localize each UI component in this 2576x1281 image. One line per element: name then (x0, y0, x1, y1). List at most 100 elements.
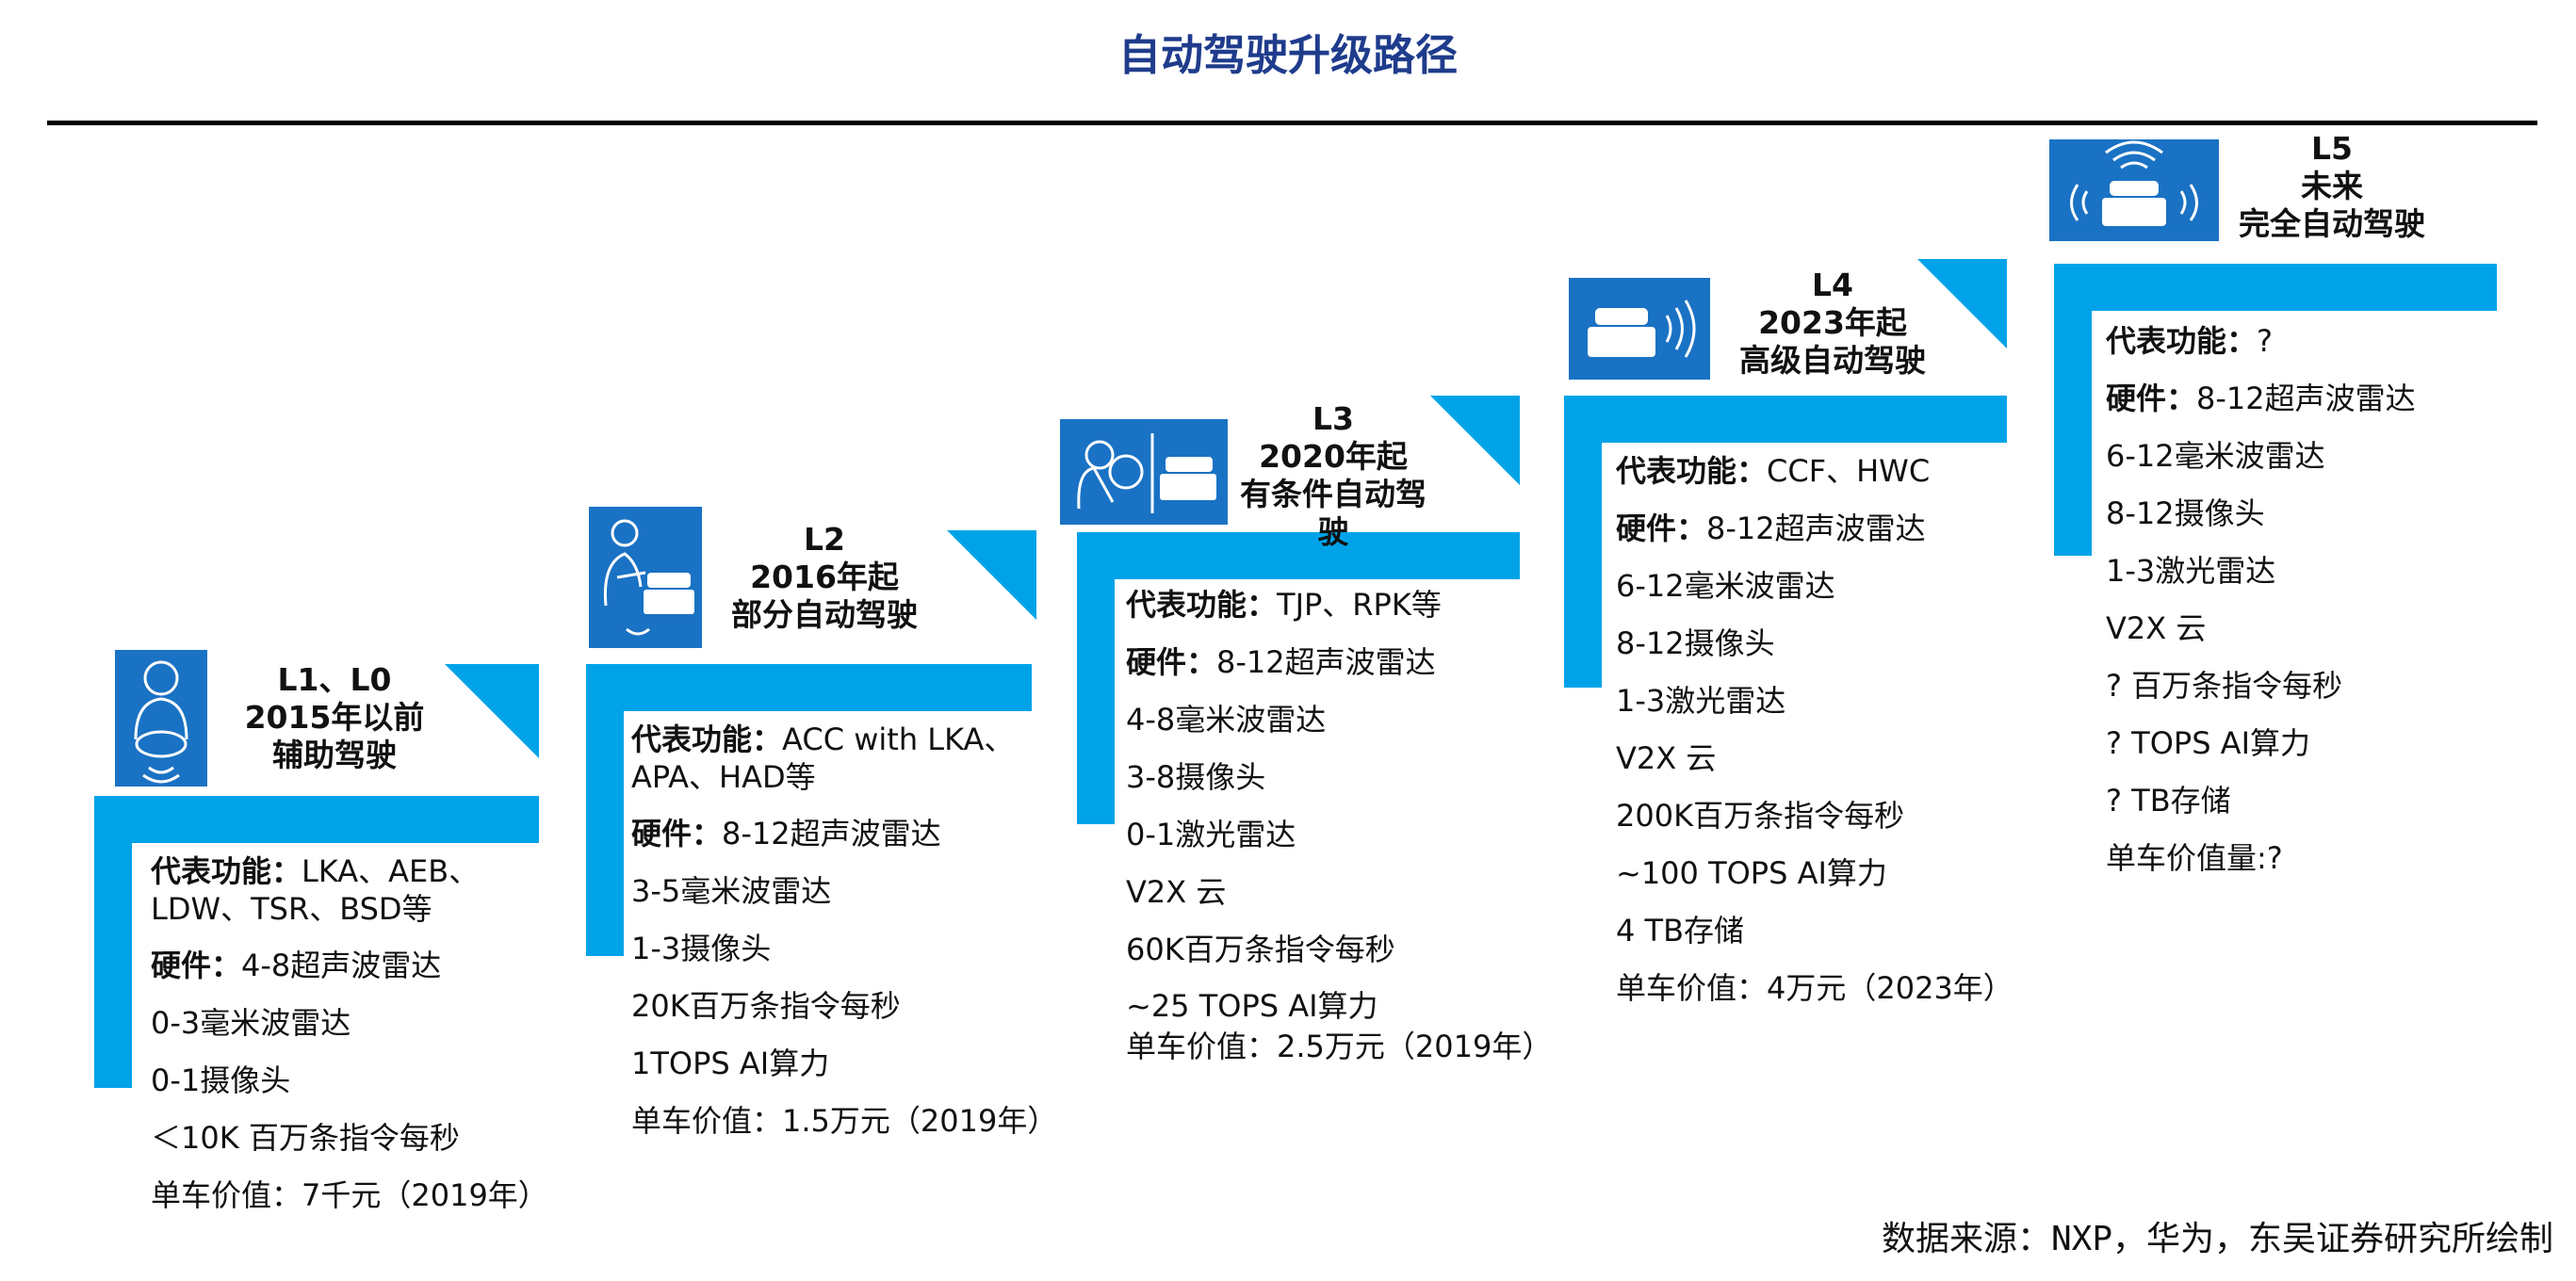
spec-item: ~25 TOPS AI算力 (1126, 988, 1378, 1024)
stage-5-heading: L5 未来 完全自动驾驶 (2219, 130, 2445, 243)
stage-4-hardware: 硬件：8-12超声波雷达 (1616, 500, 2012, 558)
hardware-value: 8-12超声波雷达 (1216, 644, 1436, 680)
spec-item: 3-5毫米波雷达 (631, 873, 832, 909)
spec-item: 1TOPS AI算力 (631, 1046, 830, 1081)
spec-item: 0-3毫米波雷达 (151, 1005, 351, 1041)
step-4-horizontal-bar (1564, 396, 2007, 443)
stage-2-functions: 代表功能：ACC with LKA、APA、HAD等 (631, 711, 1065, 805)
step-4-arrow-triangle (1917, 259, 2007, 349)
stage-4-level: L4 (1812, 267, 1853, 303)
data-source-note: 数据来源：NXP，华为，东吴证券研究所绘制 (1881, 1220, 2553, 1258)
stage-5-level: L5 (2311, 130, 2353, 167)
spec-item: ~100 TOPS AI算力 (1616, 855, 1887, 891)
spec-item: V2X 云 (1616, 740, 1717, 776)
step-5-vertical-bar (2054, 264, 2092, 556)
functions-value: TJP、RPK等 (1277, 587, 1442, 623)
seat-wheel-car-icon (1060, 419, 1228, 525)
functions-label: 代表功能： (1616, 453, 1768, 489)
title-divider (47, 121, 2537, 125)
stage-2-hardware: 硬件：8-12超声波雷达 (631, 805, 1065, 863)
stage-4-year: 2023年起 (1758, 304, 1907, 341)
diagram-title: 自动驾驶升级路径 (1117, 30, 1458, 80)
stage-1-functions: 代表功能：LKA、AEB、LDW、TSR、BSD等 (151, 843, 509, 937)
stage-4-heading: L4 2023年起 高级自动驾驶 (1715, 267, 1950, 380)
step-4-vertical-bar (1564, 396, 1602, 688)
functions-value: LKA、AEB、LDW、TSR、BSD等 (151, 853, 480, 927)
spec-item: ? 百万条指令每秒 (2106, 668, 2343, 704)
step-2-vertical-bar (586, 664, 624, 956)
stage-3-unit-value: 单车价值：2.5万元（2019年） (1126, 1029, 1553, 1064)
stage-2-name: 部分自动驾驶 (731, 596, 918, 633)
spec-item: V2X 云 (2106, 610, 2207, 646)
stage-5-functions: 代表功能：? (2106, 313, 2502, 370)
spec-item: 6-12毫米波雷达 (1616, 568, 1835, 604)
stage-2-level: L2 (804, 521, 845, 558)
stage-1-name: 辅助驾驶 (272, 737, 397, 773)
spec-item: 4 TB存储 (1616, 913, 1745, 949)
stage-3-hardware: 硬件：8-12超声波雷达 (1126, 634, 1522, 691)
stage-5-unit-value: 单车价值量:? (2106, 840, 2283, 876)
spec-item: ? TB存储 (2106, 783, 2231, 819)
car-radar-icon (1569, 278, 1710, 380)
spec-item: 1-3激光雷达 (1616, 683, 1786, 719)
stage-1-unit-value: 单车价值：7千元（2019年） (151, 1177, 548, 1213)
stage-2-details: 代表功能：ACC with LKA、APA、HAD等 硬件：8-12超声波雷达 … (631, 711, 1065, 1150)
step-1-horizontal-bar (94, 796, 539, 843)
stage-2-heading: L2 2016年起 部分自动驾驶 (726, 521, 923, 634)
spec-item: 3-8摄像头 (1126, 759, 1266, 795)
step-1-vertical-bar (94, 796, 132, 1088)
driver-car-icon (589, 507, 702, 648)
hardware-label: 硬件： (1126, 644, 1217, 680)
hardware-label: 硬件： (1616, 511, 1707, 546)
spec-item: 1-3摄像头 (631, 931, 772, 966)
stage-3-heading: L3 2020年起 有条件自动驾驶 (1225, 400, 1442, 551)
functions-label: 代表功能： (151, 853, 302, 889)
stage-4-unit-value: 单车价值：4万元（2023年） (1616, 970, 2014, 1006)
spec-item: 6-12毫米波雷达 (2106, 438, 2325, 474)
hardware-label: 硬件： (631, 816, 723, 851)
step-5-horizontal-bar (2054, 264, 2497, 311)
step-2-arrow-triangle (947, 530, 1036, 620)
stage-1-details: 代表功能：LKA、AEB、LDW、TSR、BSD等 硬件：4-8超声波雷达 0-… (151, 843, 548, 1224)
spec-item: 8-12摄像头 (1616, 625, 1775, 661)
stage-1-level: L1、L0 (277, 661, 392, 698)
functions-label: 代表功能： (2106, 323, 2258, 359)
stage-4-functions: 代表功能：CCF、HWC (1616, 443, 2012, 500)
stage-5-name: 完全自动驾驶 (2239, 205, 2425, 242)
stage-3-details: 代表功能：TJP、RPK等 硬件：8-12超声波雷达 4-8毫米波雷达 3-8摄… (1126, 576, 1553, 1065)
stage-2-year: 2016年起 (750, 559, 899, 595)
functions-value: ? (2257, 323, 2273, 359)
spec-item: 20K百万条指令每秒 (631, 988, 901, 1024)
stage-5-year: 未来 (2301, 168, 2363, 204)
stage-5-details: 代表功能：? 硬件：8-12超声波雷达 6-12毫米波雷达 8-12摄像头 1-… (2106, 313, 2502, 887)
stage-1-heading: L1、L0 2015年以前 辅助驾驶 (226, 661, 443, 774)
stage-3-name: 有条件自动驾驶 (1240, 476, 1427, 550)
stage-1-year: 2015年以前 (244, 699, 425, 736)
stage-3-level: L3 (1312, 400, 1354, 437)
functions-value: CCF、HWC (1767, 453, 1931, 489)
car-wireless-icon (2049, 139, 2219, 241)
spec-item: ? TOPS AI算力 (2106, 725, 2311, 761)
spec-item: V2X 云 (1126, 874, 1227, 910)
stage-2-unit-value: 单车价值：1.5万元（2019年） (631, 1103, 1058, 1139)
hardware-label: 硬件： (2106, 381, 2197, 416)
spec-item: 0-1摄像头 (151, 1062, 291, 1098)
spec-item: 8-12摄像头 (2106, 495, 2265, 531)
hardware-label: 硬件： (151, 948, 242, 983)
stage-3-year: 2020年起 (1259, 438, 1408, 475)
functions-label: 代表功能： (1126, 587, 1278, 623)
spec-item: 60K百万条指令每秒 (1126, 932, 1395, 967)
functions-label: 代表功能： (631, 722, 783, 757)
step-3-arrow-triangle (1430, 396, 1520, 485)
hardware-value: 4-8超声波雷达 (241, 948, 442, 983)
stage-4-details: 代表功能：CCF、HWC 硬件：8-12超声波雷达 6-12毫米波雷达 8-12… (1616, 443, 2014, 1017)
spec-item: 0-1激光雷达 (1126, 817, 1296, 852)
hardware-value: 8-12超声波雷达 (1706, 511, 1926, 546)
stage-5-hardware: 硬件：8-12超声波雷达 (2106, 370, 2502, 428)
functions-value: ACC with LKA、APA、HAD等 (631, 722, 1015, 795)
stage-3-functions: 代表功能：TJP、RPK等 (1126, 576, 1522, 634)
spec-item: 1-3激光雷达 (2106, 553, 2276, 589)
spec-item: 200K百万条指令每秒 (1616, 798, 1905, 834)
stage-4-name: 高级自动驾驶 (1739, 342, 1926, 379)
step-3-horizontal-bar (1077, 532, 1520, 579)
